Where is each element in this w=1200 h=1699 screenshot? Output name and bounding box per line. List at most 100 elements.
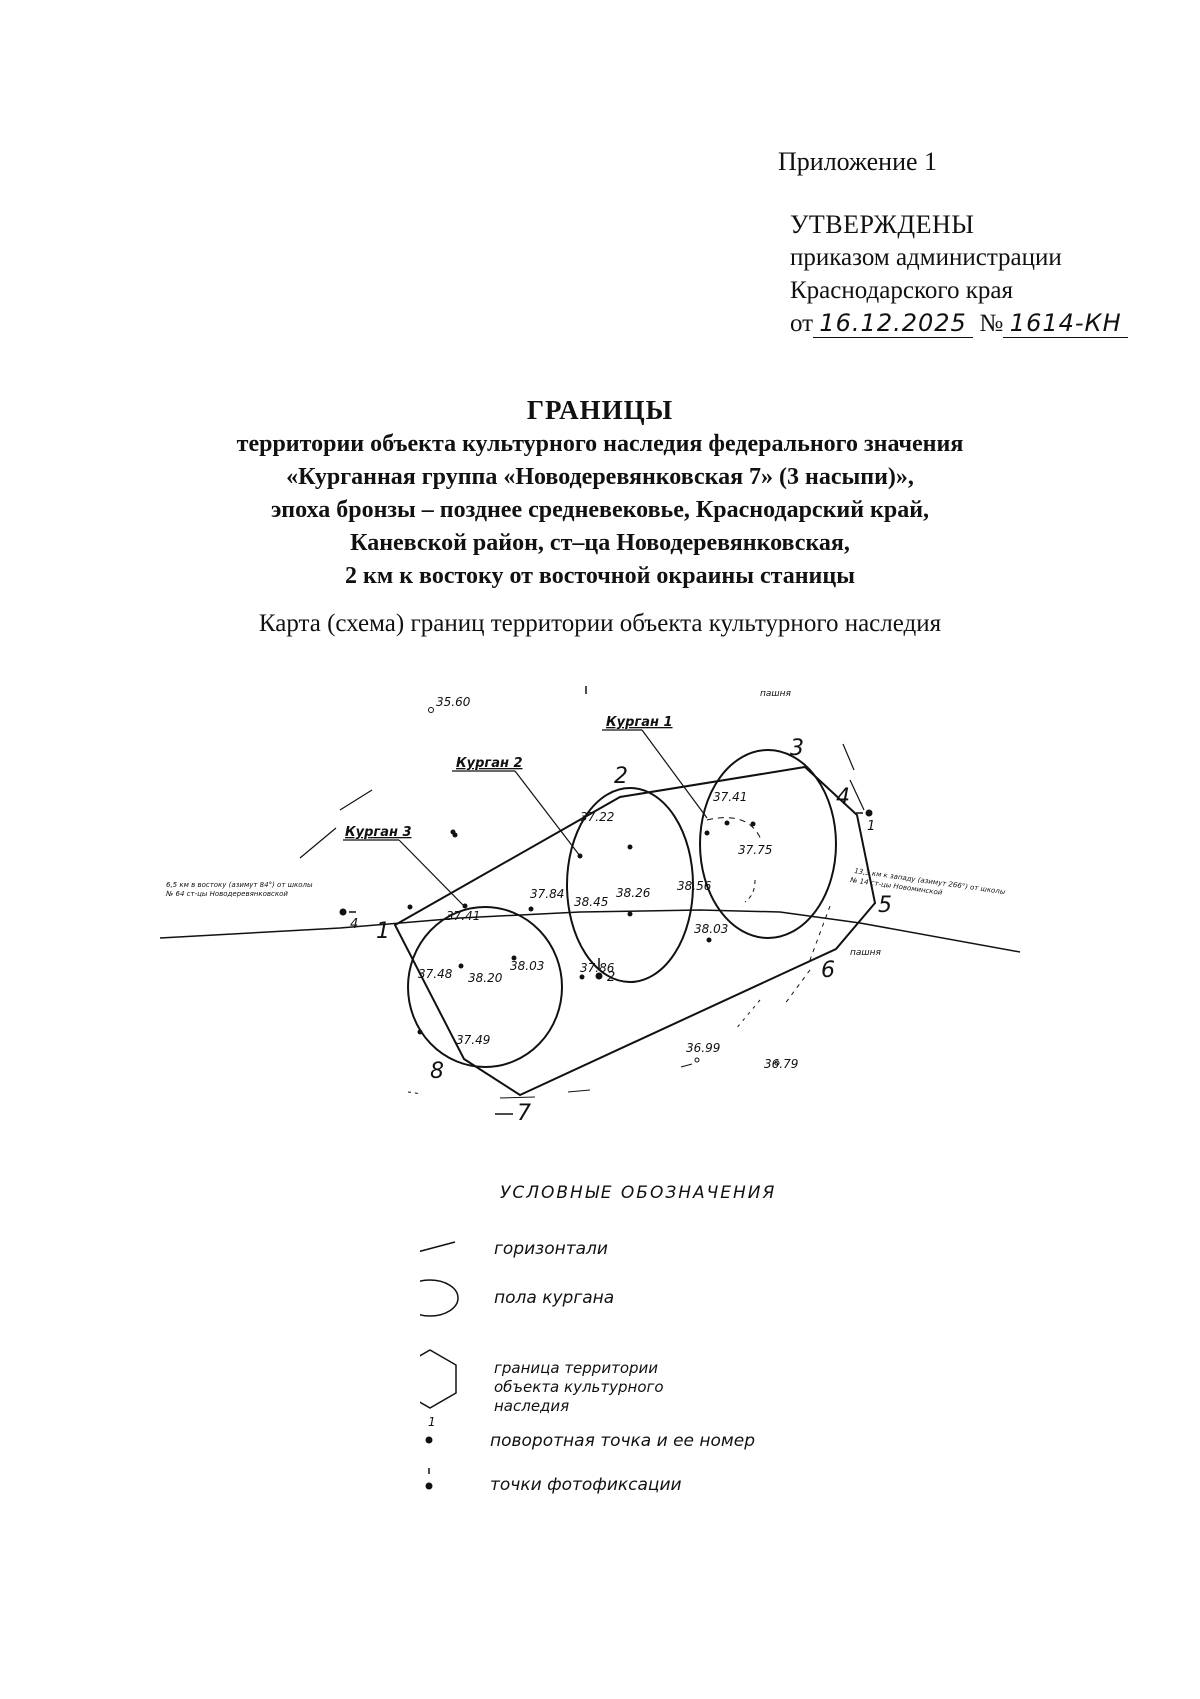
legend-boundary-symbol (420, 1349, 457, 1409)
kurgan-2-leader (514, 770, 581, 857)
elevation-dot (694, 1057, 700, 1063)
heading-line: Каневской район, ст–ца Новодеревянковска… (350, 530, 850, 556)
elevation-label: 37.86 (580, 961, 615, 975)
photo-point-1-number: 1 (867, 819, 875, 834)
elevation-label: 38.26 (616, 886, 651, 900)
contour-line (734, 999, 761, 1031)
approval-line-1: приказом администрации (790, 244, 1062, 271)
contour-line (499, 1096, 536, 1099)
elevation-dot (528, 906, 534, 912)
elevation-dot (577, 853, 583, 859)
photo-point-3-number: 3 (594, 680, 602, 682)
legend-boundary-label: граница территории (494, 1359, 658, 1377)
legend-mound-symbol (420, 1279, 459, 1317)
contour-line (339, 789, 373, 811)
legend-contours-label: горизонтали (494, 1239, 608, 1259)
number-prefix: № (979, 310, 1004, 337)
elevation-label: 37.75 (738, 843, 772, 857)
contour-line (849, 779, 865, 811)
kurgan-3-leader (398, 839, 465, 907)
photo-point-2: 2 (595, 958, 615, 985)
legend-mound-label: пола кургана (494, 1288, 614, 1308)
elevation-label: 38.03 (510, 959, 544, 973)
legend-photo-point-label: точки фотофиксации (490, 1475, 682, 1495)
number-value: 1614-КН (1009, 309, 1122, 337)
kurgan-1-mound (699, 749, 837, 939)
territory-boundary (393, 765, 877, 1097)
field-word: пашня (760, 689, 792, 699)
elevation-dot (462, 903, 468, 909)
contour-line (680, 1063, 693, 1068)
corner-number: 4 (836, 785, 850, 810)
boundary-map: Курган 1 Курган 2 Курган 3 1 2 3 4 5 6 7… (160, 680, 1021, 1126)
contour-line (706, 817, 763, 843)
date-field: 16.12.2025 (813, 309, 974, 338)
kurgan-3-label: Курган 3 (345, 825, 412, 840)
elevation-dot (407, 904, 413, 910)
elevation-label: 37.22 (580, 810, 614, 824)
approved-caption: УТВЕРЖДЕНЫ (790, 210, 975, 239)
legend-turn-point-label: поворотная точка и ее номер (490, 1431, 755, 1451)
elevation-label: 37.41 (713, 790, 747, 804)
legend-turn-point-symbol (425, 1436, 433, 1444)
elevation-dot (417, 1029, 423, 1035)
elevation-dot (724, 820, 730, 826)
elevation-points (407, 707, 780, 1066)
elevation-dot (452, 832, 458, 838)
photo-point-4-number: 4 (350, 917, 358, 932)
legend-title: УСЛОВНЫЕ ОБОЗНАЧЕНИЯ (500, 1183, 776, 1203)
heading-title: ГРАНИЦЫ (526, 395, 674, 425)
elevation-dot (706, 937, 712, 943)
photo-point-2-dot (595, 972, 603, 980)
photo-point-4-dot (339, 908, 347, 916)
legend-boundary-label: объекта культурного (494, 1378, 664, 1396)
elevation-dot (458, 963, 464, 969)
elevation-label: 38.20 (468, 971, 503, 985)
heading-body: территории объекта культурного наследия … (120, 428, 1080, 593)
kurgan-1-label: Курган 1 (606, 715, 673, 730)
contour-line (842, 743, 855, 771)
elevation-dot (428, 707, 434, 713)
contour-line (783, 969, 811, 1006)
approval-block: УТВЕРЖДЕНЫ приказом администрации Красно… (790, 208, 1129, 340)
date-prefix: от (790, 310, 814, 337)
elevation-label: 36.99 (686, 1041, 720, 1055)
corner-number: 2 (614, 764, 628, 789)
kurgan-2-label: Курган 2 (456, 756, 523, 771)
elevation-dot (627, 844, 633, 850)
elevation-dot (750, 821, 756, 827)
contour-line (809, 905, 831, 961)
date-value: 16.12.2025 (819, 309, 967, 337)
elevation-label: 38.56 (677, 879, 712, 893)
elevation-label: 37.41 (446, 909, 480, 923)
corner-number: 6 (821, 958, 835, 983)
corner-number: 3 (790, 736, 804, 761)
kurgan-2-mound (566, 787, 694, 983)
contour-line (407, 1091, 423, 1095)
road-note-left: 6,5 км в востоку (азимут 84°) от школы (166, 881, 313, 889)
elevation-dot (579, 974, 585, 980)
photo-point-4: 4 (339, 908, 358, 932)
corner-number: 5 (878, 893, 892, 918)
corner-number: 7 (517, 1101, 531, 1126)
elevation-label: 37.49 (456, 1033, 490, 1047)
elevation-label: 36.79 (764, 1057, 798, 1071)
legend-turn-point-number: 1 (428, 1415, 436, 1429)
elevation-dot (704, 830, 710, 836)
corner-number: 8 (430, 1059, 444, 1084)
road-line (160, 909, 1021, 953)
photo-point-1: 1 (856, 809, 875, 834)
map-legend: УСЛОВНЫЕ ОБОЗНАЧЕНИЯ горизонтали пола ку… (420, 1183, 776, 1495)
number-field: 1614-КН (1003, 309, 1129, 338)
map-subtitle: Карта (схема) границ территории объекта … (258, 610, 942, 637)
elevation-label: 37.48 (418, 967, 453, 981)
elevation-label: 38.45 (574, 895, 608, 909)
contour-line (299, 827, 337, 859)
elevation-label: 35.60 (436, 695, 471, 709)
document-heading: ГРАНИЦЫ территории объекта культурного н… (120, 395, 1080, 593)
legend-boundary-label: наследия (494, 1397, 569, 1415)
contour-line (744, 879, 756, 903)
heading-line: «Курганная группа «Новодеревянковская 7»… (286, 464, 914, 490)
elevation-label: 38.03 (694, 922, 728, 936)
field-word: пашня (850, 948, 882, 958)
